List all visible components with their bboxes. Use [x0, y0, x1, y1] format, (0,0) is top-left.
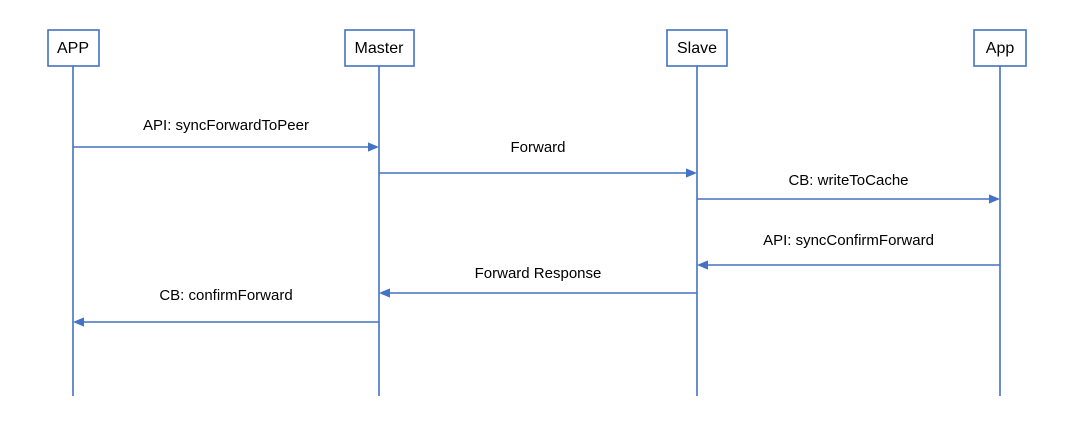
participant-slave[interactable]: Slave	[666, 29, 728, 67]
participant-label-app_right: App	[986, 40, 1015, 57]
message-m3[interactable]: CB: writeToCache	[697, 172, 1000, 204]
message-label-m5: Forward Response	[475, 265, 602, 282]
message-arrowhead-m4	[697, 260, 708, 270]
message-label-m3: CB: writeToCache	[788, 172, 908, 189]
message-label-m4: API: syncConfirmForward	[763, 232, 934, 249]
message-label-m1: API: syncForwardToPeer	[143, 117, 309, 134]
message-arrowhead-m3	[989, 194, 1000, 204]
message-m6[interactable]: CB: confirmForward	[73, 287, 379, 327]
participant-box-rect-master	[344, 29, 415, 67]
participant-box-rect-app_right	[973, 29, 1027, 67]
participant-app_left[interactable]: APP	[47, 29, 100, 67]
message-m2[interactable]: Forward	[379, 139, 697, 178]
message-arrowhead-m1	[368, 142, 379, 152]
participant-label-slave: Slave	[677, 40, 717, 57]
message-m1[interactable]: API: syncForwardToPeer	[73, 117, 379, 152]
message-m5[interactable]: Forward Response	[379, 265, 697, 298]
participant-app_right[interactable]: App	[973, 29, 1027, 67]
participant-box-rect-app_left	[47, 29, 100, 67]
participant-label-app_left: APP	[57, 40, 89, 57]
message-arrowhead-m5	[379, 288, 390, 298]
message-label-m2: Forward	[510, 139, 565, 156]
participants-layer: APP Master Slave App	[47, 29, 1027, 67]
participant-label-master: Master	[355, 40, 405, 57]
lifelines-layer	[72, 66, 1001, 396]
participant-master[interactable]: Master	[344, 29, 415, 67]
participant-box-rect-slave	[666, 29, 728, 67]
message-arrowhead-m6	[73, 317, 84, 327]
message-arrowhead-m2	[686, 168, 697, 178]
message-label-m6: CB: confirmForward	[159, 287, 292, 304]
message-m4[interactable]: API: syncConfirmForward	[697, 232, 1000, 270]
